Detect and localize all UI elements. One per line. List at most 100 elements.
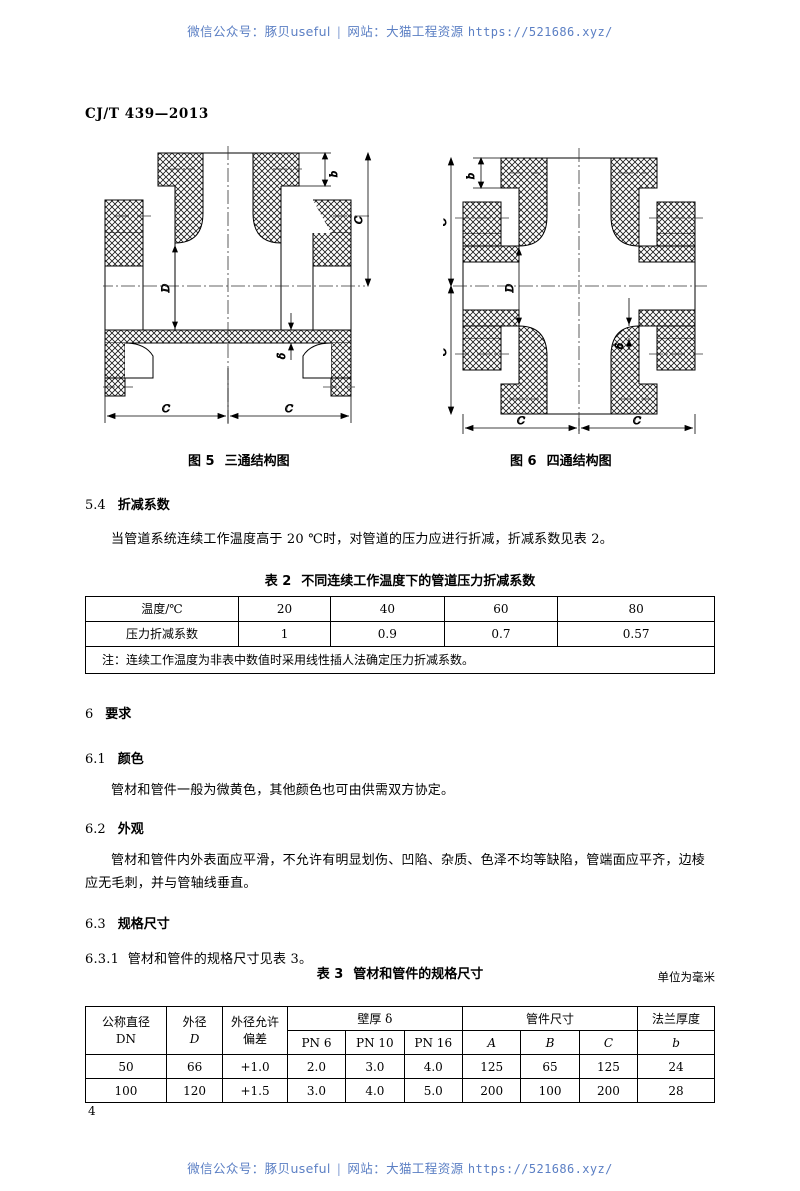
table-3-r0-a: 125 <box>461 1054 522 1079</box>
figure-5-caption: 图 5 三通结构图 <box>188 450 290 469</box>
table-2-cell-1-3: 0.57 <box>557 621 715 647</box>
table-3-header-row-1: 公称直径 DN 外径 D 外径允许 偏差 壁厚 δ 管件尺寸 法兰厚度 <box>85 1006 715 1055</box>
table-3-header-pn16: PN 16 <box>403 1030 463 1055</box>
table-3-r0-pn16: 4.0 <box>403 1054 463 1079</box>
table-3-header-pn6: PN 6 <box>286 1030 347 1055</box>
svg-text:C: C <box>162 403 170 415</box>
table-2-row-1-label: 压力折减系数 <box>85 621 239 647</box>
svg-text:b: b <box>466 173 477 179</box>
watermark-bottom-site-label: 网站： <box>347 1161 387 1176</box>
figure-area: b C D <box>85 138 715 438</box>
heading-6-2-title: 外观 <box>117 822 144 837</box>
figure-5-tee-drawing: b C D <box>103 138 381 433</box>
table-3-r0-od: 66 <box>165 1054 224 1079</box>
standard-number: CJ/T 439—2013 <box>85 106 209 122</box>
heading-6-2-number: 6.2 <box>85 822 106 837</box>
table-2-cell-0-1: 40 <box>330 596 445 622</box>
table-2-cell-1-1: 0.9 <box>330 621 445 647</box>
watermark-bottom-wechat-name: 豚贝useful <box>264 1161 331 1176</box>
svg-text:C: C <box>633 415 641 427</box>
svg-text:b: b <box>329 171 340 177</box>
watermark-url: https://521686.xyz/ <box>467 25 613 39</box>
table-3-header-flange-line1: 法兰厚度 <box>637 1006 715 1031</box>
table-3-header-tol-line1: 外径允许 <box>231 1015 280 1029</box>
table-3-unit-note: 单位为毫米 <box>657 970 716 984</box>
page-number: 4 <box>88 1104 96 1118</box>
heading-5-4-title: 折减系数 <box>117 498 170 513</box>
heading-6-3-number: 6.3 <box>85 917 106 932</box>
table-3-header-fitting-group: 管件尺寸 <box>461 1006 639 1031</box>
table-3-header-pn10: PN 10 <box>345 1030 405 1055</box>
svg-text:C: C <box>443 348 449 356</box>
table-2-cell-1-0: 1 <box>237 621 332 647</box>
heading-6-3-title: 规格尺寸 <box>117 917 170 932</box>
svg-text:D: D <box>160 283 172 293</box>
svg-text:C: C <box>353 216 365 224</box>
table-3-r0-c: 125 <box>578 1054 639 1079</box>
table-3-header-od: 外径 D <box>165 1006 224 1055</box>
table-3-r0-pn6: 2.0 <box>286 1054 347 1079</box>
svg-text:C: C <box>443 218 449 226</box>
table-3-header-b: B <box>520 1030 580 1055</box>
table-3-r1-dn: 100 <box>85 1078 167 1103</box>
svg-text:D: D <box>504 283 516 293</box>
table-3-r1-b: 100 <box>520 1078 580 1103</box>
figure-5-title: 三通结构图 <box>224 454 290 469</box>
heading-5-4-number: 5.4 <box>85 498 106 513</box>
table-row: 注：连续工作温度为非表中数值时采用线性插人法确定压力折减系数。 <box>85 646 715 674</box>
watermark-wechat-label: 微信公众号： <box>187 24 265 39</box>
paragraph-6-3-1: 6.3.1 管材和管件的规格尺寸见表 3。 <box>85 948 715 971</box>
svg-text:C: C <box>285 403 293 415</box>
table-2-cell-0-0: 20 <box>237 596 332 622</box>
table-3-r1-pn16: 5.0 <box>403 1078 463 1103</box>
table-2-number: 表 2 <box>264 574 292 589</box>
table-2-cell-0-3: 80 <box>557 596 715 622</box>
figure-6-title: 四通结构图 <box>546 454 612 469</box>
table-row: 压力折减系数 1 0.9 0.7 0.57 <box>85 621 715 647</box>
table-3-header-flange-line2: b <box>637 1030 715 1055</box>
table-3-r1-od: 120 <box>165 1078 224 1103</box>
table-3-r0-pn10: 3.0 <box>345 1054 405 1079</box>
svg-text:δ: δ <box>277 353 288 359</box>
table-3-header-dn-line2: DN <box>115 1032 137 1046</box>
heading-6-1-title: 颜色 <box>117 752 144 767</box>
table-2-cell-0-2: 60 <box>443 596 559 622</box>
svg-text:δ: δ <box>615 343 626 349</box>
table-row: 50 66 +1.0 2.0 3.0 4.0 125 65 125 24 <box>85 1054 715 1079</box>
watermark-bottom-wechat-label: 微信公众号： <box>187 1161 265 1176</box>
watermark-bottom-url: https://521686.xyz/ <box>467 1162 613 1176</box>
heading-6-1: 6.1 颜色 <box>85 748 144 767</box>
heading-5-4: 5.4 折减系数 <box>85 494 170 513</box>
paragraph-6-3-1-text: 管材和管件的规格尺寸见表 3。 <box>127 952 313 967</box>
table-3-header-a: A <box>461 1030 522 1055</box>
table-3-r0-dn: 50 <box>85 1054 167 1079</box>
table-3-header-dn: 公称直径 DN <box>85 1006 167 1055</box>
table-3-header-wall-group: 壁厚 δ <box>286 1006 463 1031</box>
table-3-header-row-2: PN 6 PN 10 PN 16 A B C b <box>86 1030 715 1055</box>
table-3-r1-a: 200 <box>461 1078 522 1103</box>
table-3-r1-flange: 28 <box>637 1078 715 1103</box>
table-2: 温度/℃ 20 40 60 80 压力折减系数 1 0.9 0.7 0.57 注… <box>85 596 715 674</box>
heading-6-1-number: 6.1 <box>85 752 106 767</box>
figure-6-cross-drawing: b C C <box>443 138 715 438</box>
table-3-r1-tol: +1.5 <box>222 1078 288 1103</box>
figure-captions: 图 5 三通结构图 图 6 四通结构图 <box>85 450 715 472</box>
paragraph-6-3-1-number: 6.3.1 <box>85 952 120 967</box>
table-row: 温度/℃ 20 40 60 80 <box>85 596 715 622</box>
table-3-header-dn-line1: 公称直径 <box>101 1015 150 1029</box>
table-3-r1-c: 200 <box>578 1078 639 1103</box>
figure-6-number: 图 6 <box>510 454 537 469</box>
table-3-header-tolerance: 外径允许 偏差 <box>222 1006 288 1055</box>
svg-text:C: C <box>517 415 525 427</box>
table-3-r0-tol: +1.0 <box>222 1054 288 1079</box>
heading-6-title: 要求 <box>105 707 132 722</box>
watermark-bottom-separator: | <box>336 1161 342 1176</box>
heading-6-2: 6.2 外观 <box>85 818 144 837</box>
watermark-wechat-name: 豚贝useful <box>264 24 331 39</box>
figure-5-number: 图 5 <box>188 454 215 469</box>
table-3-caption: 管材和管件的规格尺寸 <box>353 967 484 982</box>
table-3-r0-flange: 24 <box>637 1054 715 1079</box>
watermark-bottom-site-name: 大猫工程资源 <box>386 1161 464 1176</box>
